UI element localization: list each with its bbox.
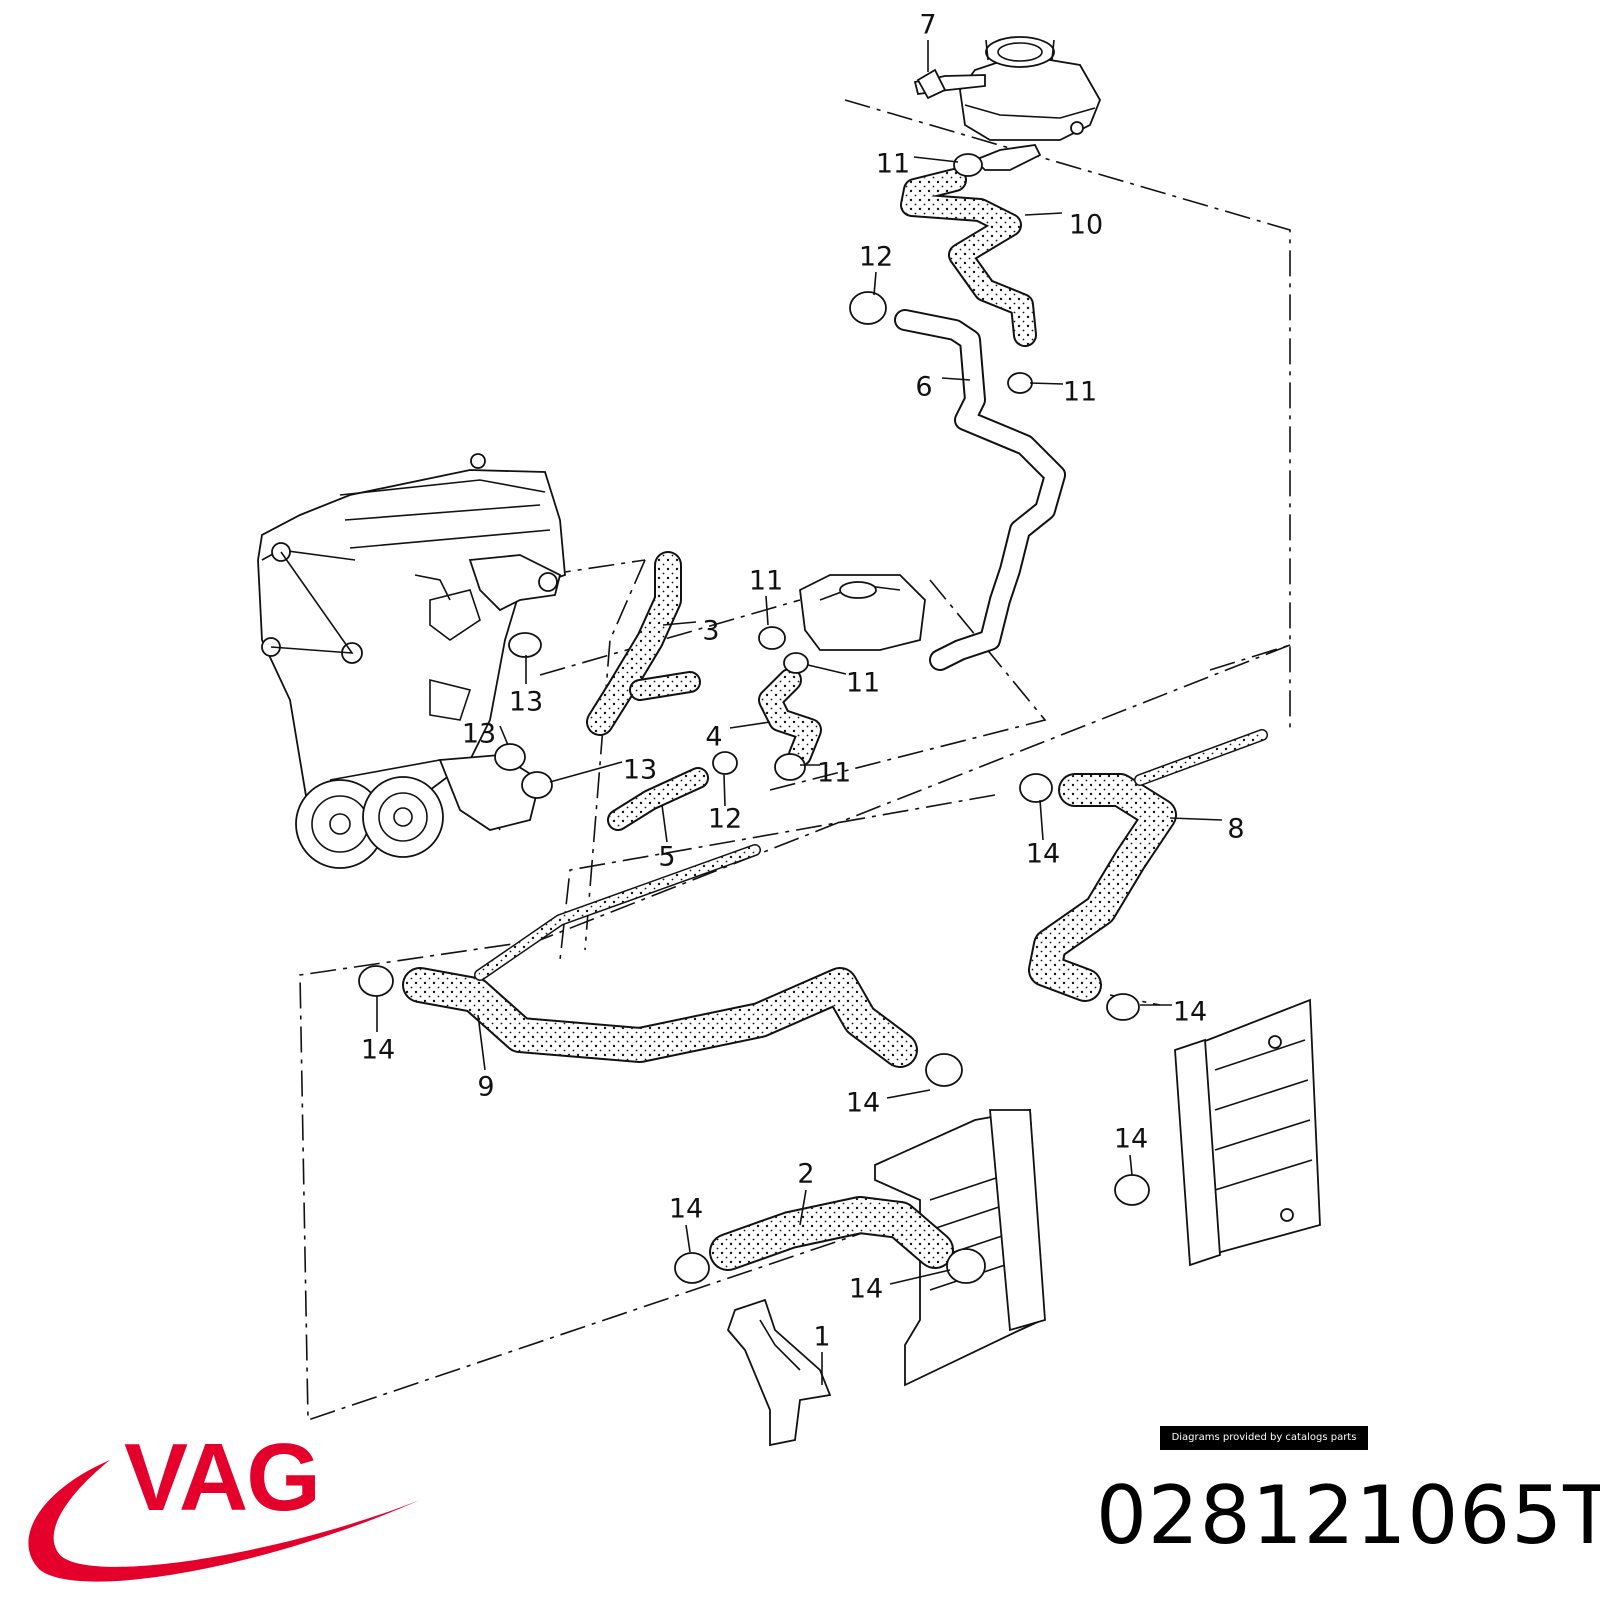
expansion-tank <box>913 36 1101 171</box>
callout-12: 12 <box>859 242 893 273</box>
hose-clamps <box>358 68 1150 1284</box>
callout-11: 11 <box>1063 377 1097 408</box>
callout-13: 13 <box>462 719 496 750</box>
callout-7: 7 <box>919 10 936 41</box>
hose-10 <box>900 168 1037 347</box>
callout-14: 14 <box>1173 997 1207 1028</box>
callout-2: 2 <box>797 1159 814 1190</box>
vag-swoosh-logo <box>28 1460 420 1582</box>
callout-labels: 7 11 10 12 6 11 11 3 11 13 13 4 13 11 12 8 14 5 14 14 9 14 14 2… <box>361 10 1245 1353</box>
callout-11: 11 <box>846 668 880 699</box>
pipe-6 <box>894 309 1066 671</box>
hose-2 <box>709 1196 954 1271</box>
callout-9: 9 <box>477 1072 494 1103</box>
bracket <box>726 1298 832 1447</box>
callout-1: 1 <box>813 1322 830 1353</box>
callout-14: 14 <box>361 1035 395 1066</box>
callout-14: 14 <box>849 1274 883 1305</box>
radiator-right <box>1174 998 1321 1267</box>
engine-block <box>257 453 566 869</box>
callout-10: 10 <box>1069 210 1103 241</box>
dash-dot-frame <box>299 99 1291 1422</box>
leader-lines <box>376 40 1223 1385</box>
hose-5 <box>607 767 709 831</box>
callout-6: 6 <box>915 372 932 403</box>
reservoir <box>799 574 926 651</box>
hose-9 <box>402 844 918 1068</box>
callout-11: 11 <box>817 758 851 789</box>
radiator-left <box>874 1108 1046 1387</box>
diagram-credit: Diagrams provided by catalogs parts <box>1160 1426 1368 1450</box>
callout-8: 8 <box>1227 814 1244 845</box>
callout-14: 14 <box>669 1194 703 1225</box>
callout-11: 11 <box>876 149 910 180</box>
callout-3: 3 <box>702 616 719 647</box>
vag-logo-text: VAG <box>124 1424 321 1531</box>
callout-14: 14 <box>846 1088 880 1119</box>
callout-4: 4 <box>705 722 722 753</box>
callout-14: 14 <box>1114 1124 1148 1155</box>
callout-14: 14 <box>1026 839 1060 870</box>
hoses <box>402 168 1268 1271</box>
part-number: 028121065T <box>1096 1469 1600 1562</box>
callout-13: 13 <box>509 687 543 718</box>
hose-8 <box>1028 729 1268 1002</box>
callout-13: 13 <box>623 755 657 786</box>
callout-5: 5 <box>658 842 675 873</box>
hose-4 <box>757 668 824 767</box>
callout-11: 11 <box>749 566 783 597</box>
callout-12: 12 <box>708 804 742 835</box>
hose-3 <box>586 551 701 736</box>
